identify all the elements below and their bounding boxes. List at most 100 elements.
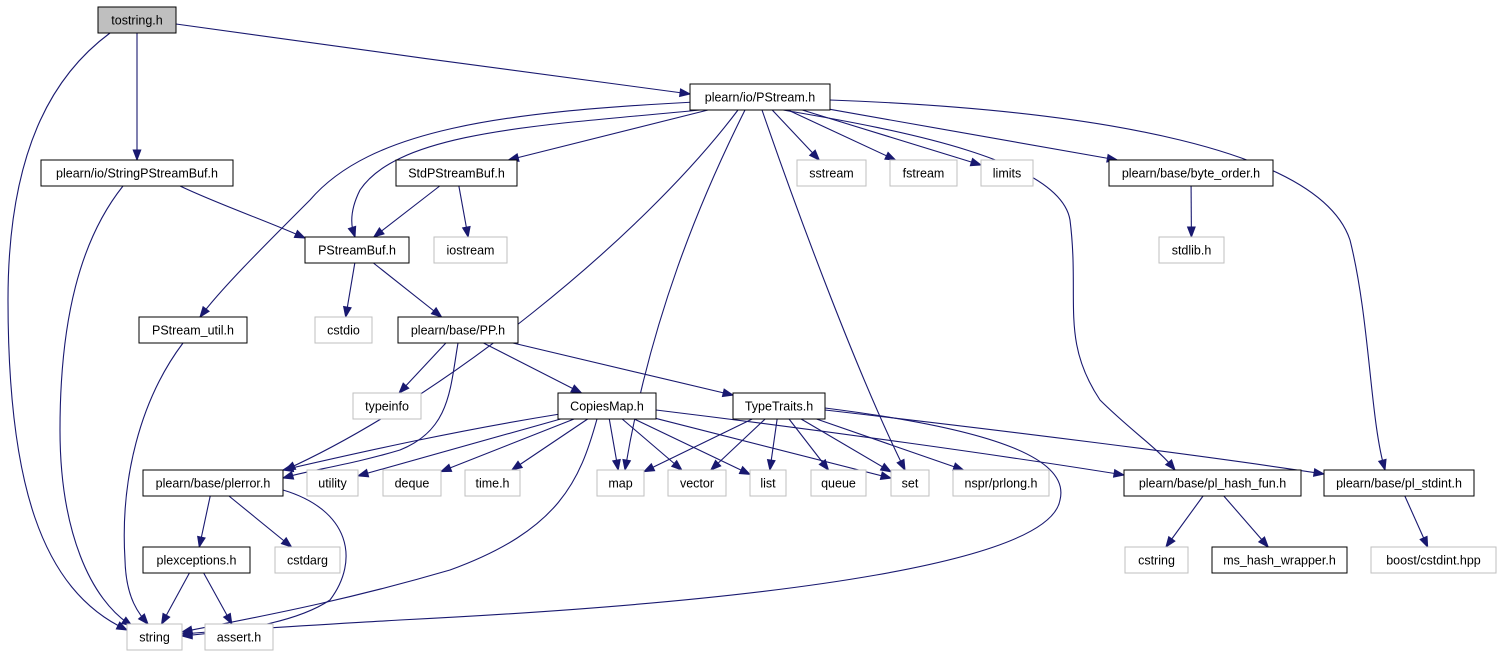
node-typetraits[interactable]: TypeTraits.h [732, 392, 826, 420]
node-typeinfo: typeinfo [352, 392, 422, 420]
edge-pstream-to-hashfun [782, 109, 1176, 471]
node-mshash[interactable]: ms_hash_wrapper.h [1211, 546, 1348, 574]
node-label-hashfun: plearn/base/pl_hash_fun.h [1139, 477, 1286, 491]
edge-copiesmap-to-hashfun [655, 409, 1125, 476]
node-label-stringpsb: plearn/io/StringPStreamBuf.h [56, 167, 218, 181]
node-boostcstdint: boost/cstdint.hpp [1370, 546, 1497, 574]
node-box-plexceptions [142, 546, 251, 574]
edge-copiesmap-to-timeh [511, 418, 588, 471]
arrowhead-stringpsb-to-psb [293, 229, 307, 239]
node-box-psb [304, 236, 410, 264]
node-list: list [749, 469, 787, 497]
node-box-stringpsb [40, 159, 234, 187]
node-box-cstdio [314, 316, 373, 344]
node-hashfun[interactable]: plearn/base/pl_hash_fun.h [1123, 469, 1302, 497]
node-fstream: fstream [889, 159, 958, 187]
node-box-stdpsb [395, 159, 518, 187]
node-box-prlong [952, 469, 1050, 497]
arrowhead-tostring-to-pstream [679, 88, 692, 98]
arrowhead-tostring-to-stringpsb [132, 149, 142, 162]
arrowhead-tostring-to-string [115, 621, 129, 631]
node-label-stdint: plearn/base/pl_stdint.h [1336, 477, 1462, 491]
arrowhead-pstream-to-sstream [808, 149, 821, 162]
node-prlong: nspr/prlong.h [952, 469, 1050, 497]
arrowhead-psb-to-pp [430, 306, 443, 318]
node-label-stdlib: stdlib.h [1172, 244, 1212, 258]
arrowhead-pstream-to-set [896, 458, 906, 472]
node-psb[interactable]: PStreamBuf.h [304, 236, 410, 264]
node-label-sstream: sstream [809, 167, 853, 181]
node-deque: deque [382, 469, 442, 497]
edge-copiesmap-to-vector [621, 418, 683, 471]
edge-plerror-to-cstdarg [228, 495, 292, 548]
node-box-set [890, 469, 930, 497]
node-map: map [596, 469, 645, 497]
node-box-queue [810, 469, 867, 497]
node-string: string [126, 623, 183, 651]
arrowhead-copiesmap-to-deque [439, 463, 453, 473]
node-label-plerror: plearn/base/plerror.h [156, 477, 271, 491]
node-box-psutil [138, 316, 248, 344]
node-label-pp: plearn/base/PP.h [411, 324, 505, 338]
arrowhead-stdpsb-to-iostream [461, 225, 471, 239]
node-stdint[interactable]: plearn/base/pl_stdint.h [1323, 469, 1475, 497]
node-psutil[interactable]: PStream_util.h [138, 316, 248, 344]
arrowhead-pp-to-copiesmap [570, 384, 583, 394]
edge-copiesmap-to-list [633, 418, 751, 475]
node-stdlib: stdlib.h [1158, 236, 1225, 264]
edge-typetraits-to-queue [788, 418, 829, 471]
arrowhead-copiesmap-to-timeh [510, 460, 524, 471]
node-label-cstdio: cstdio [327, 324, 360, 338]
node-box-typetraits [732, 392, 826, 420]
node-tostring[interactable]: tostring.h [97, 6, 177, 34]
nodes-layer: tostring.h plearn/io/PStream.h plearn/io/S… [40, 6, 1497, 651]
node-byteorder[interactable]: plearn/base/byte_order.h [1108, 159, 1274, 187]
node-box-pstream [689, 83, 831, 111]
edge-pp-to-typetraits [512, 342, 734, 396]
node-box-vector [667, 469, 727, 497]
node-label-typetraits: TypeTraits.h [745, 400, 813, 414]
node-iostream: iostream [433, 236, 508, 264]
node-label-typeinfo: typeinfo [365, 400, 409, 414]
edge-tostring-to-pstream [175, 23, 691, 95]
node-box-cstdarg [274, 546, 341, 574]
node-label-queue: queue [821, 477, 856, 491]
edge-stringpsb-to-psb [179, 185, 306, 239]
edge-psutil-to-string [123, 342, 184, 625]
edge-pstream-to-sstream [771, 109, 820, 161]
arrowhead-hashfun-to-mshash [1257, 536, 1270, 549]
node-stringpsb[interactable]: plearn/io/StringPStreamBuf.h [40, 159, 234, 187]
node-plexceptions[interactable]: plexceptions.h [142, 546, 251, 574]
node-plerror[interactable]: plearn/base/plerror.h [142, 469, 284, 497]
node-label-psutil: PStream_util.h [152, 324, 234, 338]
node-set: set [890, 469, 930, 497]
edge-typetraits-to-string [181, 407, 1062, 635]
edge-psb-to-pp [373, 262, 442, 318]
edge-typetraits-to-set [800, 418, 892, 473]
arrowhead-typetraits-to-vector [709, 459, 722, 471]
arrowhead-pp-to-typeinfo [398, 382, 410, 395]
node-box-timeh [464, 469, 521, 497]
node-copiesmap[interactable]: CopiesMap.h [557, 392, 657, 420]
arrowhead-copiesmap-to-map [611, 458, 621, 472]
node-stdpsb[interactable]: StdPStreamBuf.h [395, 159, 518, 187]
arrowhead-psb-to-cstdio [342, 305, 352, 319]
node-box-boostcstdint [1370, 546, 1497, 574]
node-label-psb: PStreamBuf.h [318, 244, 396, 258]
arrowhead-stdpsb-to-psb [372, 226, 385, 238]
node-box-cstring [1124, 546, 1189, 574]
node-box-string [126, 623, 183, 651]
node-box-mshash [1211, 546, 1348, 574]
arrowhead-byteorder-to-stdlib [1186, 226, 1196, 239]
node-utility: utility [306, 469, 359, 497]
node-box-deque [382, 469, 442, 497]
arrowhead-pstream-to-psb [347, 225, 357, 239]
node-pstream[interactable]: plearn/io/PStream.h [689, 83, 831, 111]
node-pp[interactable]: plearn/base/PP.h [397, 316, 519, 344]
arrowhead-typetraits-to-map [642, 462, 656, 473]
arrowhead-typetraits-to-list [766, 458, 776, 472]
node-label-limits: limits [993, 167, 1021, 181]
node-box-limits [980, 159, 1034, 187]
edge-pp-to-typeinfo [398, 342, 447, 394]
